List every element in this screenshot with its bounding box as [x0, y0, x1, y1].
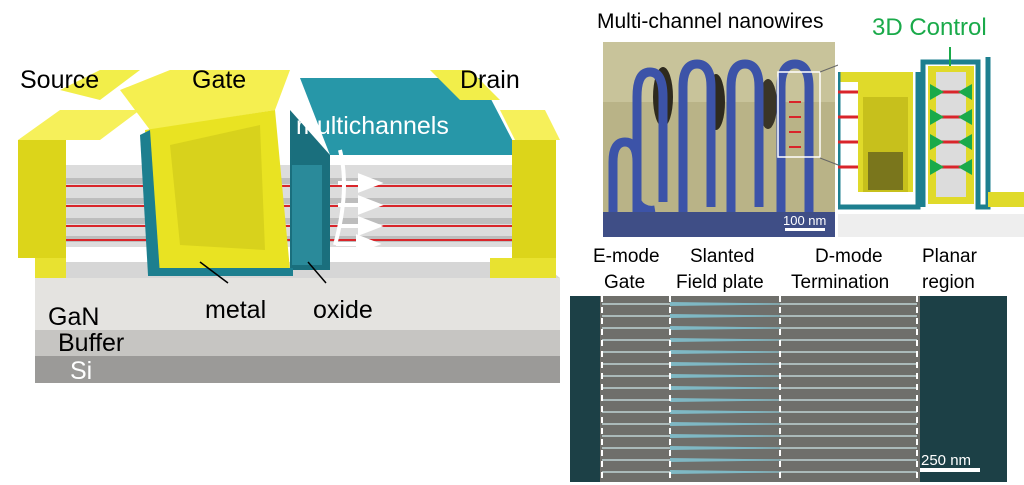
tem-scalebar [785, 228, 825, 231]
sem-col3-l1: D-mode [815, 246, 883, 267]
buffer-layer [35, 330, 560, 356]
source-label: Source [20, 66, 100, 94]
3d-control-schematic [838, 42, 1024, 237]
sem-nanowire-stripes [602, 302, 917, 474]
field-plate-taper [670, 362, 780, 366]
field-plate-taper [670, 422, 780, 426]
oxide-label: oxide [313, 296, 373, 324]
control-title: 3D Control [872, 14, 987, 41]
sem-scalebar [920, 468, 980, 472]
source-foot [35, 258, 66, 278]
source-contact-top2 [18, 110, 140, 140]
field-plate-taper [670, 446, 780, 450]
gate-label: Gate [192, 66, 247, 94]
gan-label: GaN [48, 303, 100, 331]
field-plate-taper [670, 314, 780, 318]
field-plate-taper [670, 434, 780, 438]
field-plate-taper [670, 374, 780, 378]
sem-col3-l2: Termination [791, 272, 890, 293]
gate-oxide-bottom [148, 268, 293, 276]
field-plate-taper [670, 410, 780, 414]
gate-top [120, 70, 290, 130]
sem-top-view-image [570, 296, 1007, 482]
si-layer [35, 356, 560, 383]
gate-oxide-outline [140, 130, 160, 275]
oxide-leader [307, 261, 327, 284]
sem-scalebar-label: 250 nm [921, 452, 972, 469]
tem-scalebar-label: 100 nm [783, 213, 827, 228]
gate-inner-slant [170, 125, 265, 250]
drain-contact-front [512, 140, 556, 258]
drain-contact-top2 [500, 110, 560, 140]
sem-col2-l1: Slanted [690, 246, 755, 267]
tem-title: Multi-channel nanowires [597, 10, 824, 33]
drain-label: Drain [460, 66, 520, 94]
metal-label: metal [205, 296, 267, 324]
gan-layer [35, 278, 560, 330]
source-contact-top [60, 70, 140, 100]
field-plate-taper [670, 338, 780, 342]
sem-col4-l1: Planar [922, 246, 977, 267]
metal-leader [199, 261, 229, 284]
field-plate-taper [670, 326, 780, 330]
sem-col2-l2: Field plate [676, 272, 764, 293]
field-plate-taper [670, 398, 780, 402]
field-plate-taper [670, 302, 780, 306]
drain-foot [490, 258, 556, 278]
sem-col4-l2: region [922, 272, 975, 293]
field-plate-taper [670, 458, 780, 462]
field-plate-taper [670, 350, 780, 354]
field-plate-taper [670, 470, 780, 474]
drain-contact-top [430, 70, 500, 100]
field-plate-taper [670, 386, 780, 390]
multichannel-arrows [333, 149, 384, 254]
si-label: Si [70, 357, 93, 385]
multichannels-label: multichannels [296, 112, 449, 140]
buffer-label: Buffer [58, 329, 125, 357]
sem-col1-l1: E-mode [593, 246, 660, 267]
oxide-step [292, 165, 322, 265]
sem-col1-l2: Gate [604, 272, 646, 293]
source-contact-front [18, 140, 66, 258]
tem-nanowire-image [603, 42, 835, 237]
zoom-box [777, 71, 821, 158]
device-3d-schematic [18, 70, 560, 383]
